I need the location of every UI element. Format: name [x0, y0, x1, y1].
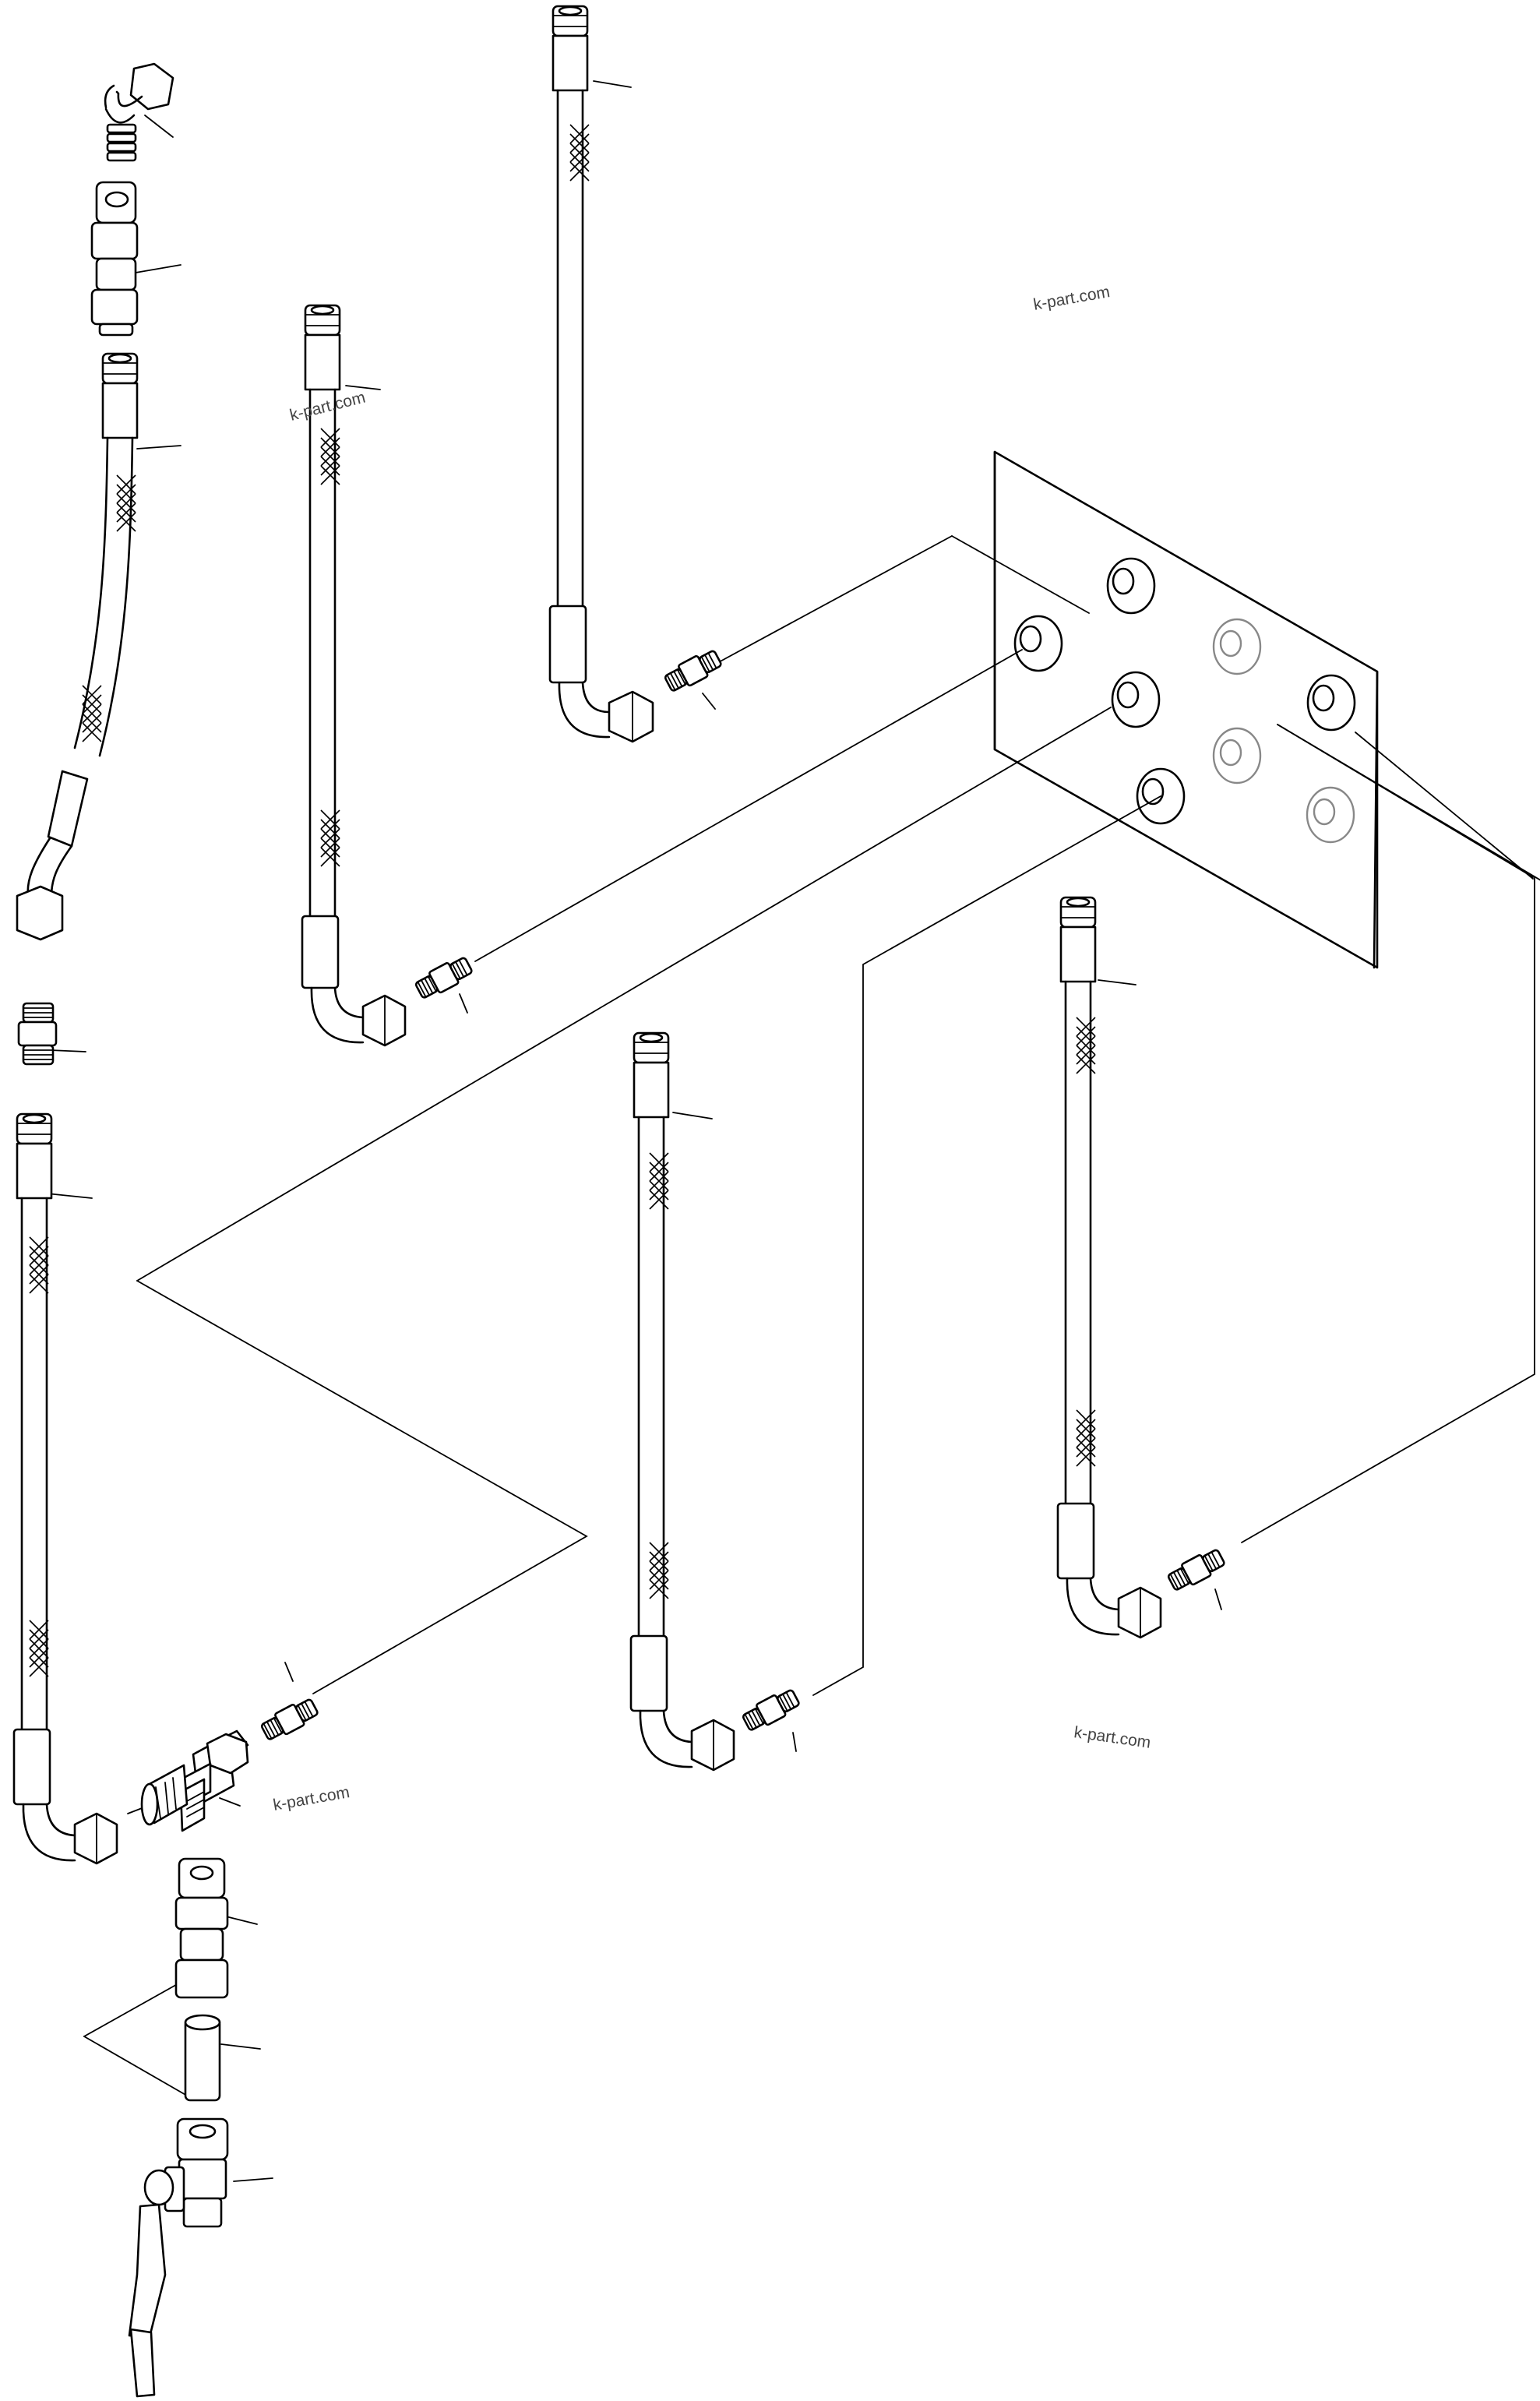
left-elbow-fitting [104, 62, 174, 162]
nipple-d [1165, 1545, 1228, 1595]
hose-a [548, 5, 654, 743]
nipple-c [739, 1685, 802, 1735]
left-nipple-diagonal [258, 1694, 321, 1744]
nipple-b [412, 953, 475, 1003]
hose-d [1056, 896, 1162, 1639]
watermark-text: k-part.com [1073, 1723, 1151, 1752]
watermark-text: k-part.com [272, 1783, 351, 1814]
watermark-text: k-part.com [1032, 283, 1112, 314]
left-union-fitting [90, 181, 139, 337]
ball-valve [128, 2117, 229, 2398]
bulkhead-ports [1013, 557, 1356, 844]
watermark-group: k-part.com k-part.com k-part.com k-part.… [272, 283, 1152, 1814]
adapter-fitting [174, 1857, 229, 1999]
tee-fitting [140, 1729, 249, 1832]
nipple-a [661, 646, 724, 696]
watermark-text: k-part.com [288, 389, 368, 425]
assembly-lines [46, 80, 1540, 2182]
bulkhead-plate [993, 450, 1379, 969]
hose-b [301, 304, 407, 1047]
pipe-nipple [184, 2014, 221, 2102]
left-long-hose [12, 1112, 118, 1865]
hose-c [629, 1031, 735, 1772]
left-curved-hose [16, 352, 139, 941]
left-nipple-vertical [17, 1002, 58, 1066]
